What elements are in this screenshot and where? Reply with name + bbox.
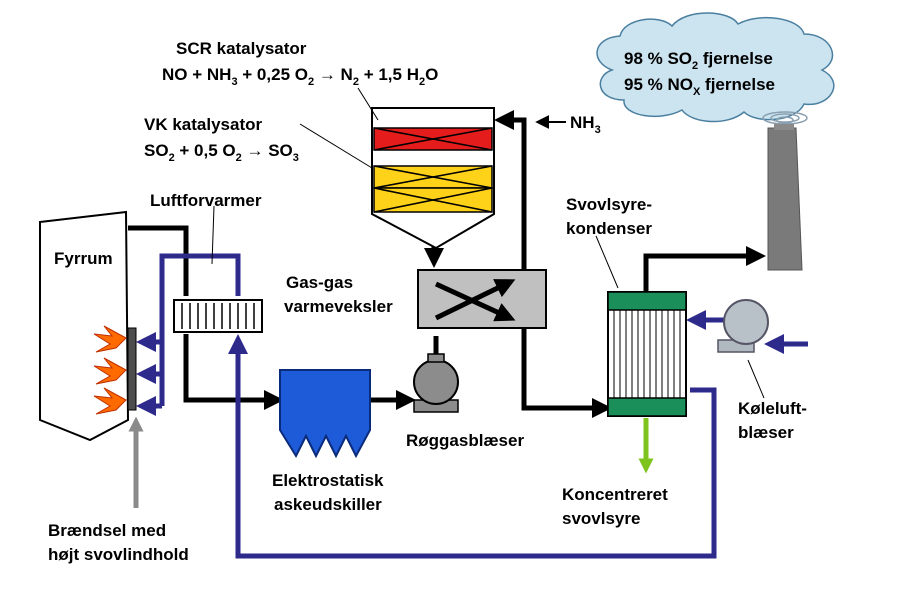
nh3-label: NH3: [570, 113, 601, 136]
esp-label-1: Elektrostatisk: [272, 471, 384, 490]
catalyst-icon: [371, 107, 495, 250]
condenser-label-1: Svovlsyre-: [566, 195, 652, 214]
gas-gas-heat-exchanger: [417, 269, 547, 329]
vk-title: VK katalysator: [144, 115, 262, 134]
cooling-blower-label-1: Køleluft-: [738, 399, 807, 418]
acid-label-2: svovlsyre: [562, 509, 640, 528]
pointer-lines: [211, 87, 765, 399]
cooling-blower-label-2: blæser: [738, 423, 794, 442]
furnace-label: Fyrrum: [54, 249, 113, 268]
air-preheater-label: Luftforvarmer: [150, 191, 262, 210]
cooling-air-blower-icon: [717, 299, 769, 353]
flue-gas-blower-label: Røggasblæser: [406, 431, 524, 450]
cloud-icon: [596, 12, 835, 123]
fuel-label-1: Brændsel med: [48, 521, 166, 540]
flue-gas-lines: [128, 110, 766, 418]
electrostatic-precipitator: [279, 369, 371, 459]
blower-icon: [413, 353, 459, 413]
acid-label-1: Koncentreret: [562, 485, 668, 504]
cloud-line-nox: 95 % NOX fjernelse: [624, 75, 775, 98]
esp-label-2: askeudskiller: [274, 495, 382, 514]
condenser-label-2: kondenser: [566, 219, 652, 238]
vk-equation: SO2 + 0,5 O2 → SO3: [144, 141, 299, 164]
scr-equation: NO + NH3 + 0,25 O2 → N2 + 1,5 H2O: [162, 65, 438, 88]
heat-exchanger-label-1: Gas-gas: [286, 273, 353, 292]
scr-title: SCR katalysator: [176, 39, 307, 58]
stack-icon: [767, 124, 803, 271]
furnace: [39, 210, 137, 442]
cloud-line-so2: 98 % SO2 fjernelse: [624, 49, 773, 72]
heat-exchanger-label-2: varmeveksler: [284, 297, 393, 316]
fuel-label-2: højt svovlindhold: [48, 545, 189, 564]
air-lines: [136, 253, 808, 559]
air-preheater: [173, 299, 263, 333]
flame-icon: [93, 325, 127, 415]
sulfuric-acid-condenser: [607, 291, 687, 417]
